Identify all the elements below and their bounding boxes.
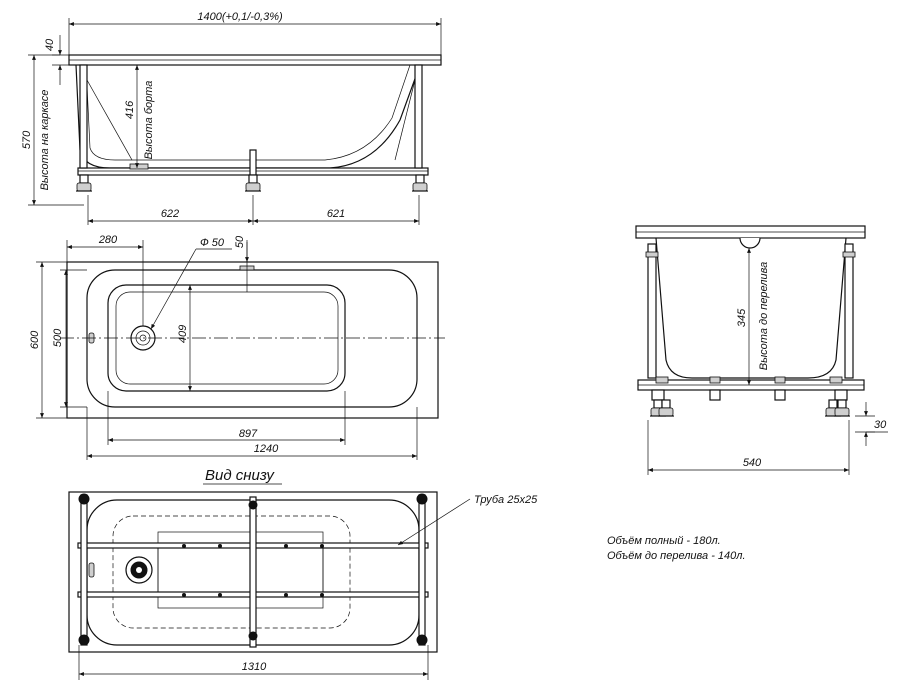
dim-600: 600 [29, 330, 41, 349]
front-foot [75, 174, 93, 192]
bottom-center-beam [249, 496, 257, 648]
bottom-view: Вид снизу Труба 25х25 [68, 467, 538, 680]
dim-30: 30 [874, 419, 887, 431]
dim-540: 540 [743, 457, 762, 469]
label-side-height: Высота борта [143, 81, 155, 160]
dim-280: 280 [98, 234, 118, 246]
dim-621: 621 [327, 208, 345, 220]
front-center-support [249, 149, 257, 176]
bottom-bowl-outline [112, 515, 351, 629]
dim-50: 50 [234, 235, 246, 248]
front-view: 1400(+0,1/-0,3%) 40 570 Высота на каркас… [21, 11, 442, 225]
dim-1400: 1400(+0,1/-0,3%) [197, 11, 283, 23]
dim-409: 409 [177, 325, 189, 343]
dim-1240: 1240 [254, 443, 279, 455]
dim-416: 416 [124, 100, 136, 119]
front-foot [411, 174, 429, 192]
front-foot [244, 174, 262, 192]
label-frame-height: Высота на каркасе [39, 90, 51, 191]
bottom-drain-icon [125, 556, 153, 584]
front-leg-right [414, 64, 423, 169]
overflow-icon [739, 237, 761, 249]
dim-897: 897 [239, 428, 258, 440]
dim-1310: 1310 [242, 661, 267, 673]
label-pipe: Труба 25х25 [474, 494, 538, 506]
volume-notes: Объём полный - 180л. Объём до перелива -… [607, 535, 746, 562]
bottom-outer-rim [68, 491, 438, 653]
volume-full: Объём полный - 180л. [607, 535, 721, 547]
volume-to-overflow: Объём до перелива - 140л. [607, 550, 746, 562]
dim-40: 40 [44, 38, 56, 51]
bottom-view-title: Вид снизу [205, 467, 275, 484]
dim-drain-diameter: Ф 50 [200, 237, 225, 249]
dim-570: 570 [21, 130, 33, 149]
top-inner-edge [86, 269, 418, 408]
dim-500: 500 [52, 328, 64, 347]
side-bowl-profile [655, 237, 847, 379]
dim-345: 345 [736, 308, 748, 327]
dim-622: 622 [161, 208, 179, 220]
side-view: 345 Высота до перелива 540 30 [635, 225, 888, 475]
side-leg-right [844, 243, 854, 379]
side-leg-left [647, 243, 657, 379]
front-leg-left [79, 64, 88, 169]
label-overflow-height: Высота до перелива [758, 262, 770, 371]
top-view: 280 Ф 50 50 600 500 409 897 1240 [29, 234, 445, 460]
